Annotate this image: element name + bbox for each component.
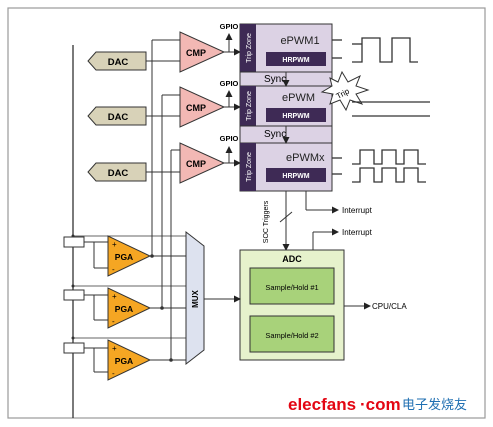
interrupt-label: Interrupt — [342, 228, 373, 237]
hrpwm-label: HRPWM — [282, 57, 309, 64]
dac-block-3: DAC — [87, 162, 147, 182]
watermark-chinese: 电子发烧友 — [402, 397, 467, 413]
sample-hold-2 — [249, 315, 335, 353]
adc-label: ADC — [282, 254, 302, 264]
input-pin-3 — [63, 342, 85, 354]
minus-sign: - — [112, 317, 115, 326]
cmp-label: CMP — [186, 48, 206, 58]
interrupt-label: Interrupt — [342, 206, 373, 215]
cmp-block-3: CMP — [179, 142, 226, 184]
sample-hold-1-label: Sample/Hold #1 — [265, 283, 318, 292]
plus-sign: + — [112, 292, 117, 301]
watermark: elecfans ·com 电子发烧友 — [288, 395, 467, 414]
adc-block: ADC Sample/Hold #1 Sample/Hold #2 — [239, 249, 345, 361]
dac-block-1: DAC — [87, 51, 147, 71]
mux-label: MUX — [191, 289, 200, 307]
gpio-label: GPIO — [220, 79, 239, 88]
hrpwm-label: HRPWM — [282, 113, 309, 120]
epwm-label: ePWM — [282, 92, 315, 104]
dac-label: DAC — [108, 57, 129, 68]
cmp-label: CMP — [186, 103, 206, 113]
minus-sign: - — [112, 369, 115, 378]
trip-zone-label: Trip Zone — [246, 33, 253, 63]
cpu-cla-label: CPU/CLA — [372, 302, 407, 311]
sync-label: Sync — [264, 74, 286, 85]
cmp-block-1: CMP — [179, 31, 226, 73]
trip-starburst: Trip — [320, 70, 370, 112]
pga-block-1: PGA + - — [107, 235, 152, 277]
cmp-block-2: CMP — [179, 86, 226, 128]
epwm-module-1: Trip Zone ePWM1 HRPWM — [240, 24, 326, 72]
watermark-dotcom: ·com — [360, 395, 401, 414]
input-pin-2 — [63, 289, 85, 301]
epwm-module-x: Trip Zone ePWMx HRPWM — [240, 143, 326, 191]
epwm-label: ePWM1 — [280, 35, 319, 47]
pga-block-2: PGA + - — [107, 287, 152, 329]
cmp-label: CMP — [186, 159, 206, 169]
pwm-waveform-x — [332, 149, 426, 183]
pga-label: PGA — [115, 252, 133, 262]
sync-label: Sync — [264, 129, 286, 140]
dac-label: DAC — [108, 168, 129, 179]
epwm-label: ePWMx — [286, 152, 325, 164]
soc-triggers-label: SOC Triggers — [263, 200, 270, 243]
trip-zone-label: Trip Zone — [246, 91, 253, 121]
watermark-site: elecfans — [288, 395, 356, 414]
pwm-waveform-2 — [352, 101, 430, 117]
sample-hold-2-label: Sample/Hold #2 — [265, 331, 318, 340]
dac-block-2: DAC — [87, 106, 147, 126]
gpio-label: GPIO — [220, 22, 239, 31]
input-pin-1 — [63, 236, 85, 248]
gpio-label: GPIO — [220, 134, 239, 143]
sample-hold-1 — [249, 267, 335, 305]
hrpwm-label: HRPWM — [282, 173, 309, 180]
plus-sign: + — [112, 344, 117, 353]
pwm-waveform-1 — [332, 37, 418, 63]
minus-sign: - — [112, 265, 115, 274]
diagram-frame — [7, 7, 486, 419]
trip-zone-label: Trip Zone — [246, 152, 253, 182]
pga-block-3: PGA + - — [107, 339, 152, 381]
dac-label: DAC — [108, 112, 129, 123]
pga-label: PGA — [115, 304, 133, 314]
pga-label: PGA — [115, 356, 133, 366]
epwm-module-2: Trip Zone ePWM HRPWM — [240, 86, 326, 126]
plus-sign: + — [112, 240, 117, 249]
mux-block: MUX — [185, 230, 205, 366]
